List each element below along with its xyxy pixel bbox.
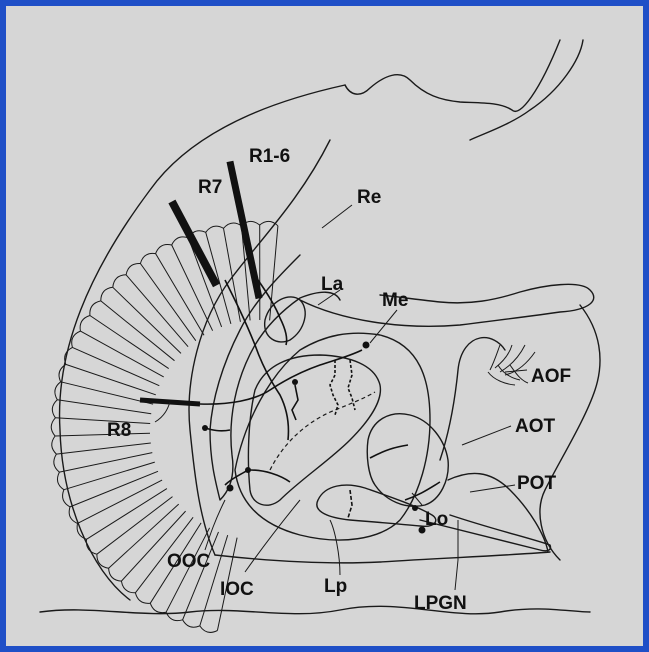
ommatidium-facet (224, 223, 242, 228)
label-r8: R8 (107, 420, 131, 441)
label-ioc: IOC (220, 579, 254, 600)
soma-4 (202, 425, 208, 431)
label-ooc: OOC (167, 551, 211, 572)
ommatidium-facet (51, 418, 55, 436)
ommatidium-facet (140, 253, 155, 263)
aot-tract (440, 338, 505, 460)
ommatidium-facet (150, 603, 166, 612)
soma-5 (412, 505, 418, 511)
ommatidium-divider (57, 400, 151, 414)
ommatidium-facet (121, 581, 135, 593)
ommatidium-facet (52, 400, 57, 418)
retina-inner-boundary (189, 140, 330, 555)
soma-3 (227, 485, 234, 492)
ommatidium-divider (55, 433, 150, 436)
ommatidium-facet (200, 626, 218, 633)
ooc-neuron (225, 470, 248, 485)
ommatidium-divider (80, 331, 163, 377)
retina-outer-outline (60, 85, 345, 600)
lp-neuron (348, 490, 352, 518)
lamina-neuron (205, 428, 230, 431)
medulla-neuron-1 (330, 360, 338, 415)
ommatidium-facet (172, 237, 189, 245)
label-aot: AOT (515, 416, 556, 437)
lobula-neuron-2 (405, 482, 440, 500)
ommatidium-divider (126, 275, 188, 347)
ommatidium-facet (57, 472, 63, 490)
medulla-neuron-2 (348, 360, 355, 410)
aof-terminals (488, 345, 535, 385)
medulla-outline (248, 355, 380, 505)
label-aof: AOF (531, 366, 571, 387)
ommatidium-facet (126, 263, 140, 274)
r7-photoreceptor (168, 200, 220, 288)
ommatidium-divider (113, 287, 181, 353)
r8-terminal (363, 342, 370, 349)
brain-top-outline (345, 40, 560, 111)
label-r7: R7 (198, 177, 222, 198)
ommatidium-facet (135, 593, 150, 604)
label-re: Re (357, 187, 381, 208)
brain-lower-outline (215, 552, 550, 563)
ommatidium-divider (61, 382, 153, 404)
lobula-neuron (370, 445, 408, 458)
ommatidium-divider (59, 453, 152, 473)
ommatidium-facet (206, 226, 224, 232)
soma-1 (292, 379, 298, 385)
ommatidium-divider (64, 462, 155, 490)
ommatidium-facet (90, 301, 101, 316)
ommatidium-facet (80, 316, 90, 332)
label-la: La (321, 274, 344, 295)
ommatidium-facet (113, 275, 126, 288)
label-pot: POT (517, 473, 556, 494)
ommatidium-divider (172, 245, 213, 331)
label-lo: Lo (425, 509, 448, 530)
brain-bottom-outline (40, 606, 590, 613)
central-brain-upper (300, 284, 594, 326)
ioc-neuron (250, 470, 290, 482)
optic-lobe-outer (235, 333, 430, 540)
retina-ommatidia (51, 221, 278, 632)
ommatidium-divider (55, 418, 150, 424)
ommatidium-facet (54, 454, 60, 472)
ommatidium-facet (101, 287, 113, 301)
label-lp: Lp (324, 576, 347, 597)
label-lpgn: LPGN (414, 593, 467, 614)
ommatidium-facet (156, 244, 172, 253)
ommatidium-divider (66, 364, 156, 394)
label-r1-6: R1-6 (249, 146, 290, 167)
label-me: Me (382, 290, 408, 311)
ommatidium-divider (56, 443, 150, 454)
medulla-neuron-3 (292, 385, 298, 420)
ommatidium-facet (183, 620, 200, 627)
head-outline-right (470, 40, 583, 140)
ommatidium-facet (109, 568, 122, 581)
ommatidium-facet (52, 436, 57, 454)
